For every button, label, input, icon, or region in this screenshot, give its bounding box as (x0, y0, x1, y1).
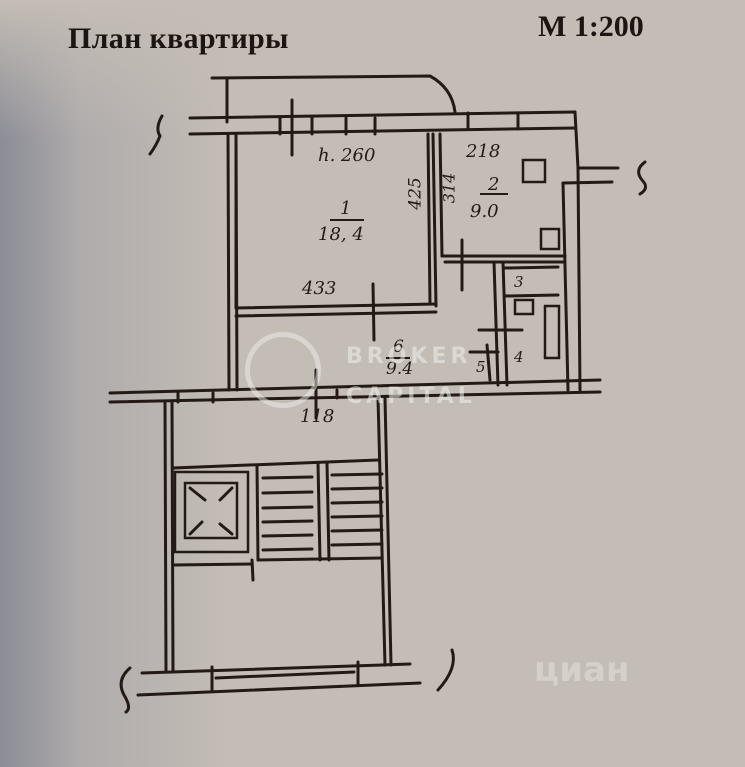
room-1-number: 1 (340, 198, 352, 219)
room-6-area: 9.4 (386, 359, 414, 379)
room-2-area: 9.0 (470, 201, 499, 222)
room-1-depth-dimension: 425 (405, 177, 426, 210)
watermark-capital: CAPITAL (346, 384, 476, 409)
room-4-number: 4 (514, 348, 524, 366)
room-2-number: 2 (488, 174, 500, 195)
room-2-depth-dimension: 314 (439, 172, 459, 204)
balcony-outline (210, 74, 457, 114)
break-mark-bottom-right (436, 648, 455, 692)
watermark-broker: BROKER (346, 344, 472, 369)
room-3-number: 3 (514, 273, 524, 291)
break-mark-bottom-left (119, 666, 132, 714)
room-5-number: 5 (476, 358, 486, 376)
break-mark-right (637, 160, 647, 196)
broker-capital-logo-icon (245, 332, 321, 408)
plan-title: План квартиры (68, 22, 289, 55)
plan-scale: М 1:200 (538, 10, 644, 43)
break-mark-left-top (148, 114, 164, 156)
ceiling-height-label: h. 260 (318, 145, 376, 166)
stair-landing-width-dimension: 118 (300, 406, 335, 427)
room-6-number: 6 (393, 337, 404, 357)
room-1-area: 18, 4 (318, 224, 364, 245)
room-2-width-dimension: 218 (466, 141, 501, 162)
room-1-width-dimension: 433 (302, 278, 337, 299)
watermark-cian: циан (534, 650, 630, 690)
